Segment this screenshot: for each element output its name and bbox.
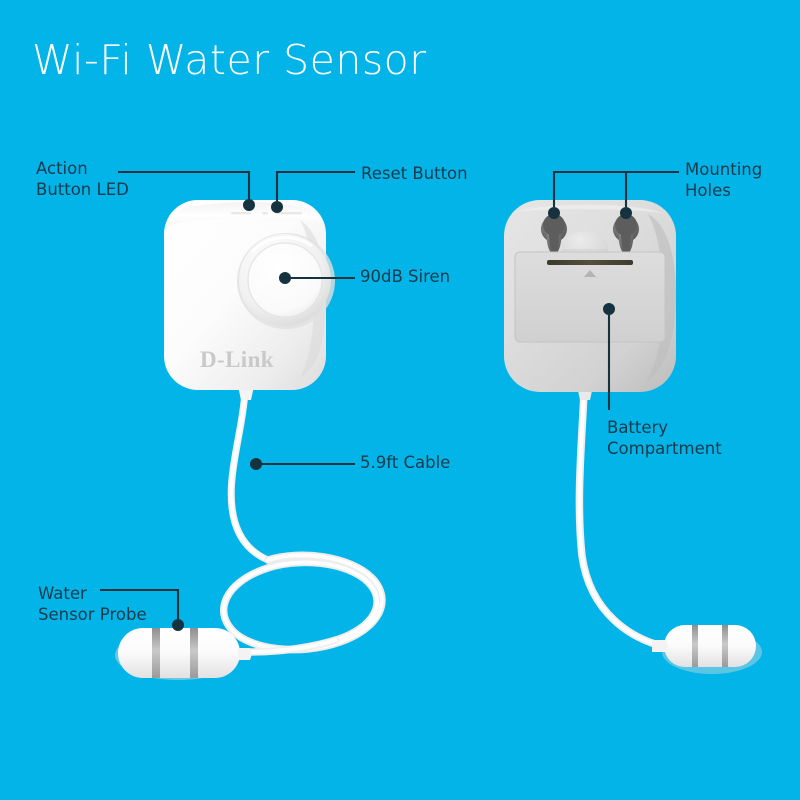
callout-label-mounting-holes-line2: Holes [685,181,731,200]
callout-label-action-button-led-line2: Button LED [36,180,129,199]
back-unit [504,200,676,652]
callout-label-water-sensor-probe: Water [38,584,87,603]
back-cable [575,388,674,652]
front-unit: D-Link [164,200,386,656]
callout-label-battery-compartment: Battery [607,418,669,437]
callout-label-siren: 90dB Siren [360,267,451,286]
callout-label-battery-compartment-line2: Compartment [607,439,722,458]
front-water-probe [115,628,252,680]
battery-arrow-icon [584,270,596,277]
battery-compartment-panel [514,251,666,343]
callout-leaders [100,170,679,619]
battery-latch-slot [547,260,633,265]
mounting-hole-right [612,214,639,254]
callout-dots [172,199,632,631]
front-cable [220,388,386,656]
callout-label-water-sensor-probe-line2: Sensor Probe [38,605,147,624]
brand-logo: D-Link [200,347,274,372]
callout-label-mounting-holes: Mounting [685,160,763,179]
callout-label-reset-button: Reset Button [361,164,468,183]
callout-label-cable: 5.9ft Cable [360,453,451,472]
front-silkscreen [231,212,302,215]
mounting-hole-left [540,214,567,254]
callout-label-action-button-led: Action [36,159,88,178]
back-water-probe [652,625,762,674]
page-title: Wi-Fi Water Sensor [32,36,427,84]
